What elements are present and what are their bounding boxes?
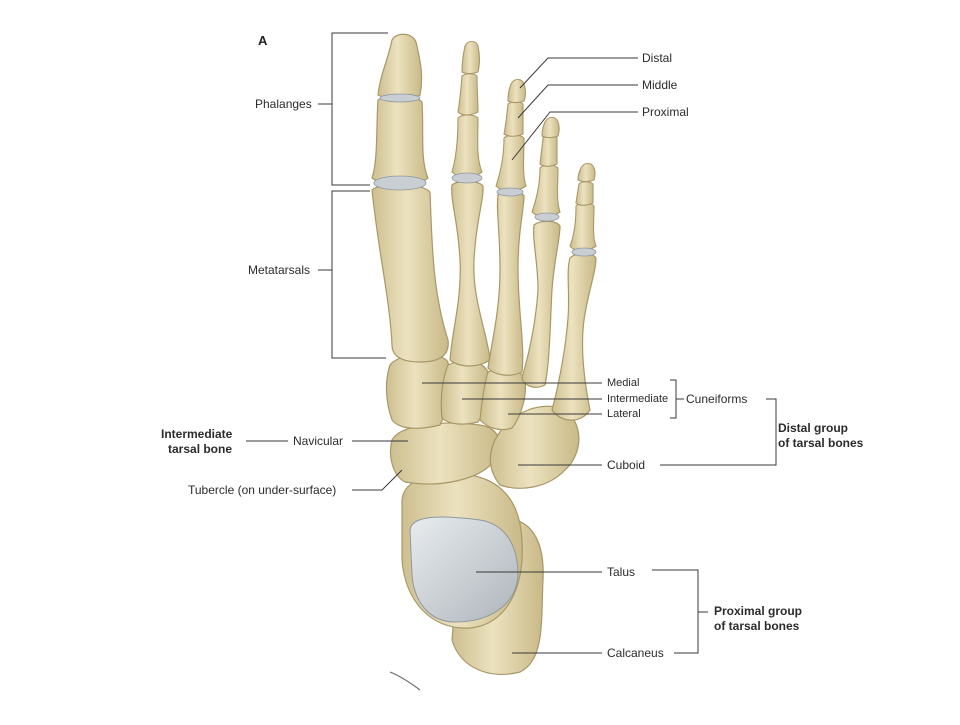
toe5-mt-joint-cartilage [571,247,597,257]
distal-leader [519,57,638,89]
label-proximal-group-line1: Proximal group [714,604,803,618]
hallux-distal-phalanx [377,33,423,100]
talus-articular-surface [409,516,519,623]
toe4-mt-joint-cartilage [534,212,560,222]
medial-cuneiform [385,353,451,429]
metatarsal-2 [449,180,491,367]
cuneiforms-bracket [670,379,677,419]
toe2-mt-joint-cartilage [451,172,483,184]
metatarsals-bracket [331,190,386,359]
label-cuneiforms: Cuneiforms [686,392,748,406]
toe5-proximal-phalanx [569,202,597,252]
toe5-middle-phalanx [575,181,594,206]
toe3-distal-phalanx [507,78,527,104]
bone-edge-fragment [389,671,421,691]
navicular-bone [389,422,501,485]
proximal-group-bracket [652,569,699,654]
label-phalanges: Phalanges [255,97,312,111]
metatarsal-1 [371,183,449,363]
middle-leader [517,84,638,119]
toe5-distal-phalanx [577,162,596,183]
label-calcaneus: Calcaneus [607,646,664,660]
label-middle: Middle [642,78,678,92]
label-distal-group-line2: of tarsal bones [778,436,864,450]
proximal-leader [511,111,638,161]
label-distal-group-line1: Distal group [778,421,849,435]
toe4-middle-phalanx [539,135,558,167]
label-talus: Talus [607,565,636,579]
metatarsal-5 [551,252,597,421]
tubercle-leader [352,469,403,491]
label-lateral: Lateral [607,408,641,420]
toe3-middle-phalanx [503,101,524,137]
label-proximal-group-line2: of tarsal bones [714,619,800,633]
label-intermediate-tarsal-line2: tarsal bone [168,442,233,456]
label-medial: Medial [607,377,640,389]
toe4-proximal-phalanx [531,164,561,218]
label-metatarsals: Metatarsals [248,263,311,277]
hallux-mt-joint-cartilage [373,175,427,191]
label-tubercle: Tubercle (on under-surface) [188,483,337,497]
toe4-distal-phalanx [541,116,560,139]
label-intermediate-tarsal-line1: Intermediate [161,427,233,441]
label-cuboid: Cuboid [607,458,646,472]
distal-group-bracket [660,398,777,466]
toe3-proximal-phalanx [495,134,527,192]
label-intermediate: Intermediate [607,393,669,405]
label-navicular: Navicular [293,434,344,448]
toe2-distal-phalanx [461,40,481,75]
toe3-mt-joint-cartilage [496,187,524,197]
hallux-ip-joint-cartilage [379,93,421,103]
panel-letter: A [258,33,268,48]
toe2-proximal-phalanx [451,114,483,178]
label-distal: Distal [642,51,673,65]
metatarsal-3 [487,190,525,376]
label-proximal: Proximal [642,105,689,119]
metatarsal-4 [521,220,561,388]
hallux-proximal-phalanx [371,95,429,185]
phalanges-bracket [331,32,388,186]
toe2-middle-phalanx [457,73,479,116]
